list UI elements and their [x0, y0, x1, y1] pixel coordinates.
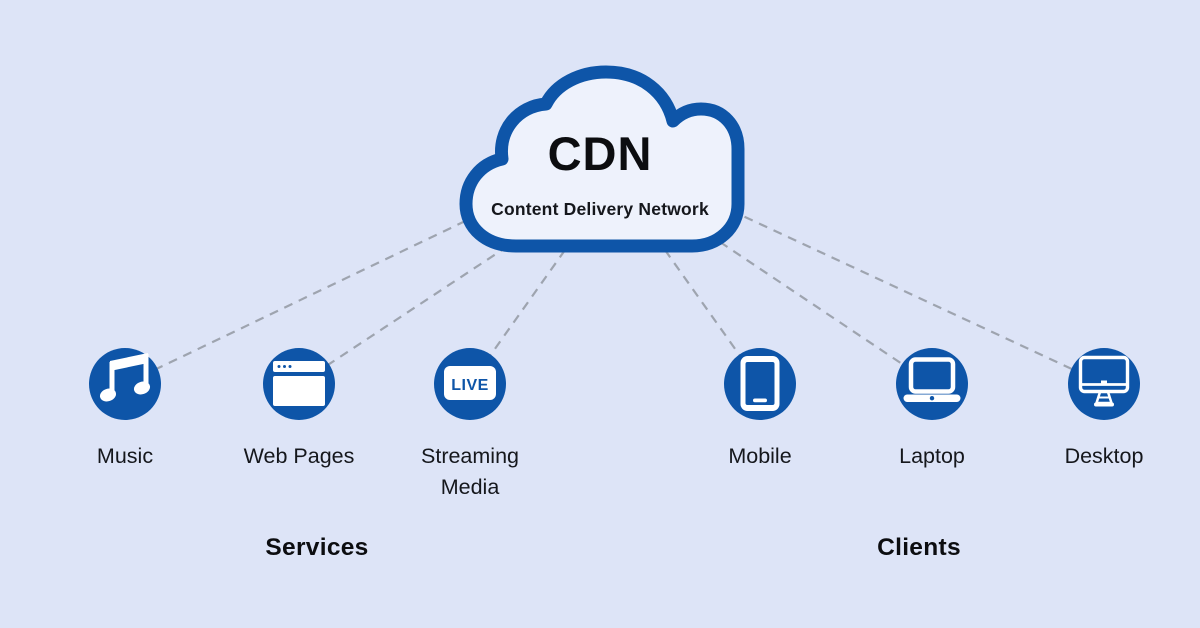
music-circle — [89, 348, 161, 420]
connector-cloud-music — [124, 213, 481, 385]
node-label-webpages: Web Pages — [243, 444, 355, 468]
node-label-music: Music — [96, 444, 154, 468]
node-label-streaming: Streaming Media — [421, 444, 519, 499]
smartphone-icon — [740, 356, 780, 411]
music-note-icon — [99, 353, 151, 402]
node-label-laptop: Laptop — [899, 444, 965, 468]
live-badge-icon: LIVE — [444, 366, 496, 400]
laptop-icon — [903, 357, 961, 402]
group-label-services: Services — [265, 534, 369, 561]
node-label-mobile: Mobile — [728, 444, 792, 468]
connector-cloud-desktop — [729, 209, 1105, 385]
connector-cloud-webpages — [298, 245, 509, 385]
connector-cloud-laptop — [719, 241, 933, 385]
cdn-cloud-shape — [459, 65, 745, 253]
group-label-clients: Clients — [877, 534, 961, 561]
node-label-desktop: Desktop — [1064, 444, 1144, 468]
node-circles — [89, 348, 1140, 420]
browser-window-icon — [273, 361, 325, 406]
desktop-monitor-icon — [1078, 355, 1130, 407]
cloud-subtitle: Content Delivery Network — [491, 199, 709, 219]
live-badge-text: LIVE — [451, 377, 489, 394]
cloud-title: CDN — [547, 127, 653, 180]
